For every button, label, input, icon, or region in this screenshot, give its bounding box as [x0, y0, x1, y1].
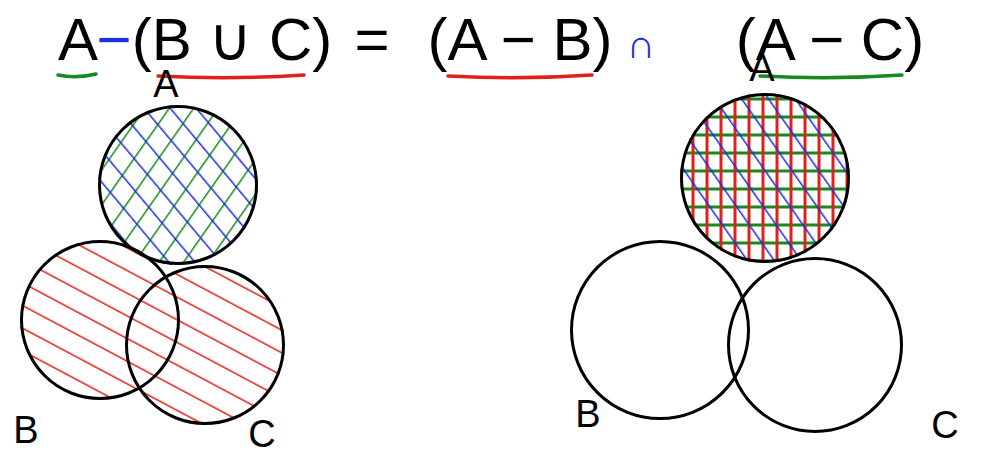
set-label: C — [248, 415, 275, 453]
operator-symbol: − — [96, 10, 131, 70]
set-circle: C — [125, 265, 285, 425]
circle-outline — [98, 105, 258, 265]
set-label: B — [13, 411, 38, 449]
set-label: B — [575, 395, 600, 433]
set-label: C — [931, 406, 958, 444]
set-circle: A — [98, 105, 258, 265]
set-name: A — [58, 10, 98, 70]
circle-outline — [20, 240, 180, 400]
circle-outline — [727, 257, 903, 433]
circle-outline — [680, 93, 850, 263]
equals-sign: = — [354, 10, 389, 70]
set-circle: A — [680, 93, 850, 263]
set-circle: C — [727, 257, 903, 433]
set-expression: (A − C) — [736, 10, 924, 70]
set-label: A — [153, 65, 178, 103]
circle-outline — [125, 265, 285, 425]
set-circle: B — [570, 240, 750, 420]
set-expression: (B ∪ C) — [132, 10, 333, 70]
circle-outline — [570, 240, 750, 420]
set-expression: (A − B) — [427, 10, 612, 70]
set-circle: B — [20, 240, 180, 400]
operator-symbol: ∩ — [627, 24, 656, 64]
